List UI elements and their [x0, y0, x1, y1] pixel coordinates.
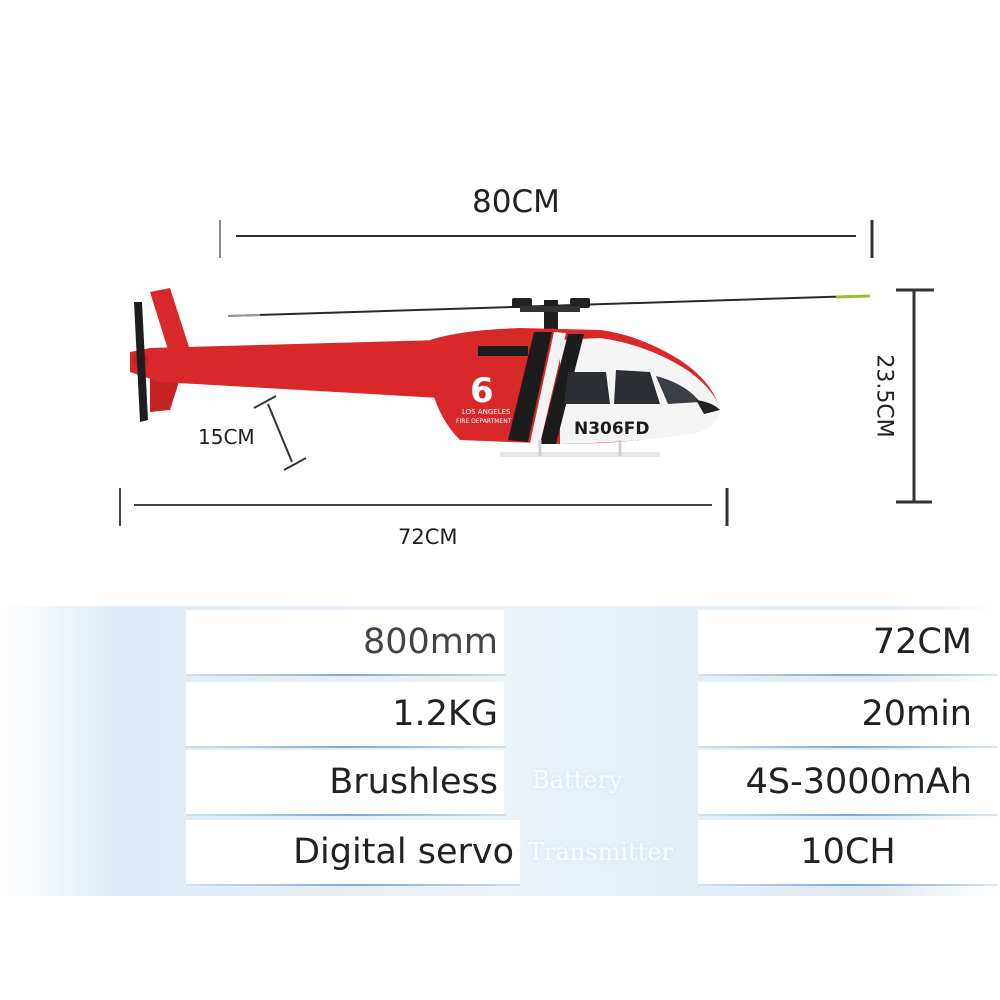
row-divider: [186, 814, 506, 816]
spec-right-value: 4S-3000mAh: [698, 750, 998, 814]
rotor-span-label: 80CM: [472, 184, 560, 220]
tail-rotor-blade: [134, 302, 148, 422]
body-length-label: 72CM: [398, 525, 458, 549]
row-divider: [186, 746, 506, 748]
tail-rotor-tick-bottom: [283, 457, 307, 471]
tail-fin: [150, 288, 190, 356]
row-divider: [186, 674, 506, 676]
tail-rotor-label: 15CM: [198, 425, 255, 449]
row-divider: [698, 746, 998, 748]
spec-left-value: 800mm: [186, 610, 504, 674]
row-divider: [698, 674, 998, 676]
row-divider: [186, 884, 520, 886]
row-divider: [698, 884, 998, 886]
cabin-window: [564, 372, 610, 404]
helicopter-illustration: [130, 288, 871, 457]
livery-text-1: LOS ANGELES: [462, 408, 511, 416]
spec-row: Digital servo Transmitter 10CH: [0, 820, 1000, 884]
tail-rotor-line: [267, 403, 293, 463]
dimension-lines: 6 LOS ANGELES FIRE DEPARTMENT N306FD: [119, 220, 934, 526]
spec-left-value: Brushless: [186, 750, 504, 814]
spec-right-value: 20min: [698, 682, 998, 746]
spec-right-value: 10CH: [698, 820, 998, 884]
tail-boom: [130, 338, 480, 400]
registration-text: N306FD: [574, 419, 649, 439]
livery-text-2: FIRE DEPARTMENT: [456, 418, 512, 425]
row-divider: [698, 814, 998, 816]
spec-row: 1.2KG 20min: [0, 682, 1000, 746]
spec-row: Brushless Battery 4S-3000mAh: [0, 750, 1000, 814]
spec-left-value: Digital servo: [186, 820, 520, 884]
spec-right-value: 72CM: [698, 610, 998, 674]
spec-row: 800mm 72CM: [0, 610, 1000, 674]
stripe-black: [508, 332, 552, 442]
livery-number: 6: [470, 371, 494, 411]
spec-left-value: 1.2KG: [186, 682, 504, 746]
spec-middle-label: Transmitter: [528, 838, 673, 866]
height-label: 23.5CM: [871, 354, 897, 438]
spec-middle-label: Battery: [532, 766, 623, 794]
tail-rotor-tick-top: [253, 395, 277, 409]
landing-skid: [500, 452, 660, 457]
